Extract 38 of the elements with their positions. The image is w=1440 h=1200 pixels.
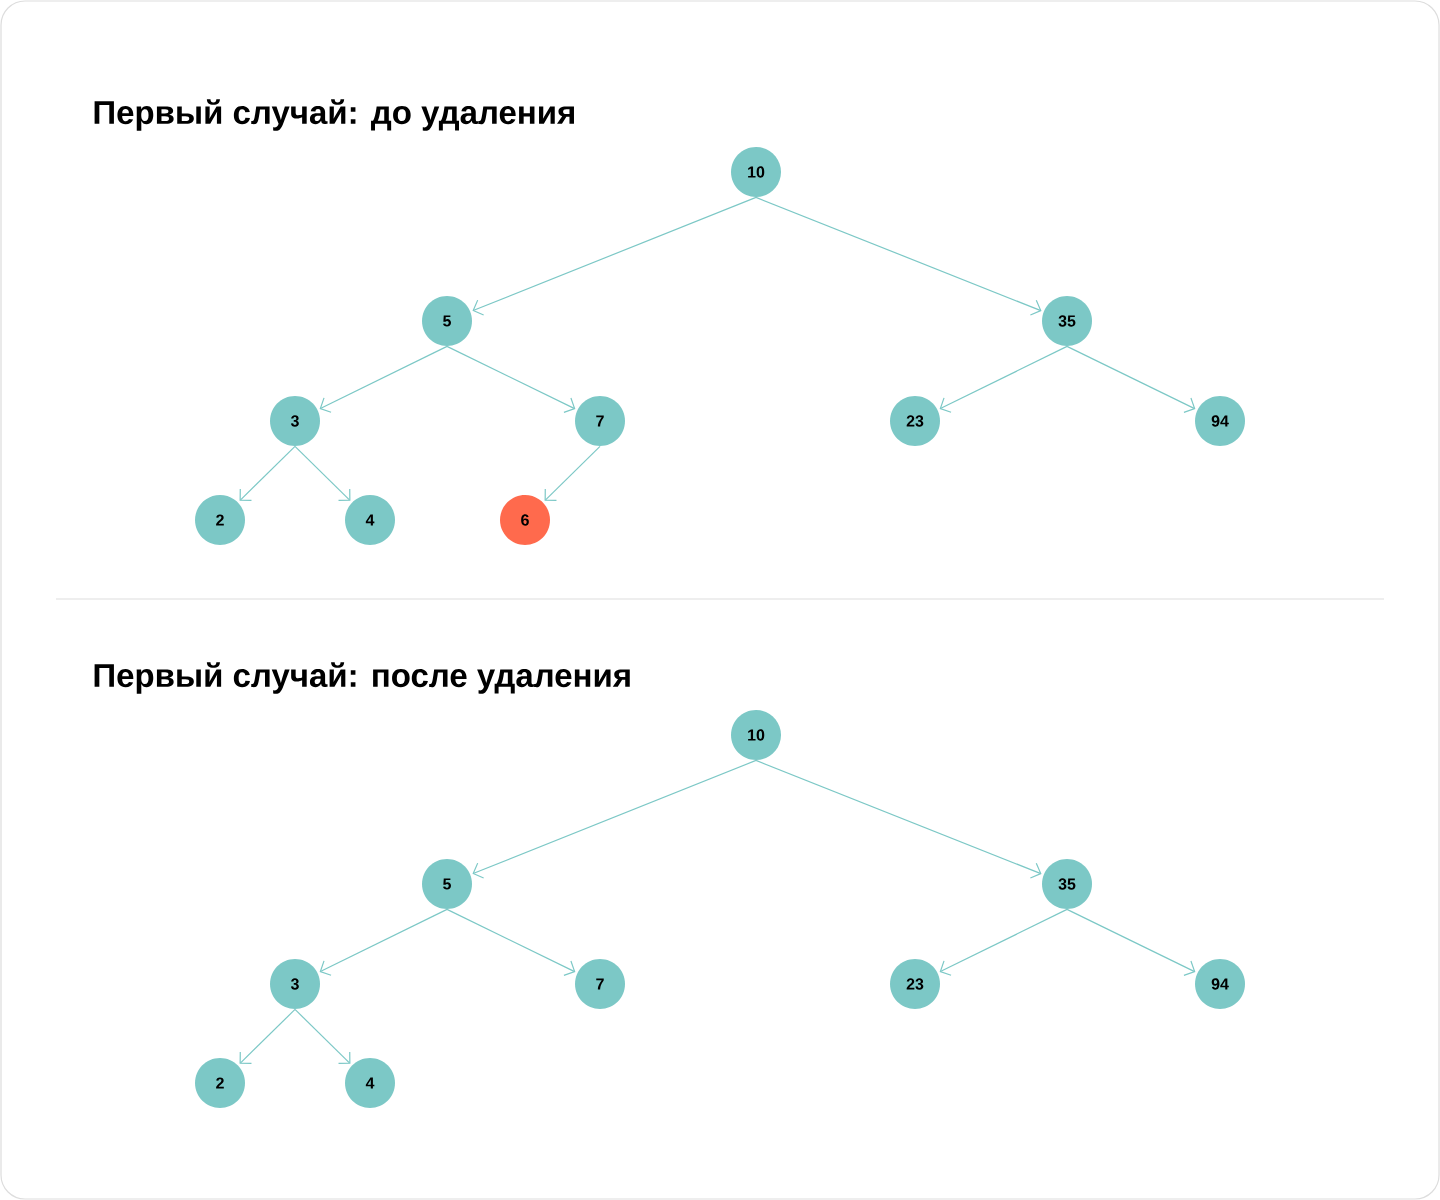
arrow (939, 345, 1068, 413)
arrow (755, 759, 1042, 879)
tree-node: 23 (890, 959, 940, 1009)
arrow (472, 196, 757, 316)
arrow (1066, 908, 1196, 976)
arrow (1066, 345, 1196, 413)
arrow (319, 908, 448, 976)
tree-node: 94 (1195, 959, 1245, 1009)
arrow (544, 445, 601, 501)
arrow (939, 908, 1068, 976)
tree-node: 35 (1042, 859, 1092, 909)
tree-node: 5 (422, 859, 472, 909)
arrow (294, 445, 351, 501)
tree-node: 94 (1195, 396, 1245, 446)
arrow (239, 445, 296, 501)
tree-node: 4 (345, 495, 395, 545)
tree-node: 2 (195, 1058, 245, 1108)
tree-node: 4 (345, 1058, 395, 1108)
arrow (755, 196, 1042, 316)
tree-node: 7 (575, 959, 625, 1009)
heading: Первый случай: после удаления (94, 662, 630, 694)
tree-node: 23 (890, 396, 940, 446)
arrow (446, 345, 576, 413)
tree-node: 35 (1042, 296, 1092, 346)
tree-node: 2 (195, 495, 245, 545)
arrow (294, 1008, 351, 1064)
tree-node: 10 (731, 710, 781, 760)
tree-node: 3 (270, 959, 320, 1009)
tree-node: 6 (500, 495, 550, 545)
arrow (319, 345, 448, 413)
tree-node: 10 (731, 147, 781, 197)
arrow (239, 1008, 296, 1064)
tree-node: 7 (575, 396, 625, 446)
heading: Первый случай: до удаления (94, 99, 574, 131)
arrow (446, 908, 576, 976)
arrow (472, 759, 757, 879)
tree-node: 3 (270, 396, 320, 446)
tree-node: 5 (422, 296, 472, 346)
